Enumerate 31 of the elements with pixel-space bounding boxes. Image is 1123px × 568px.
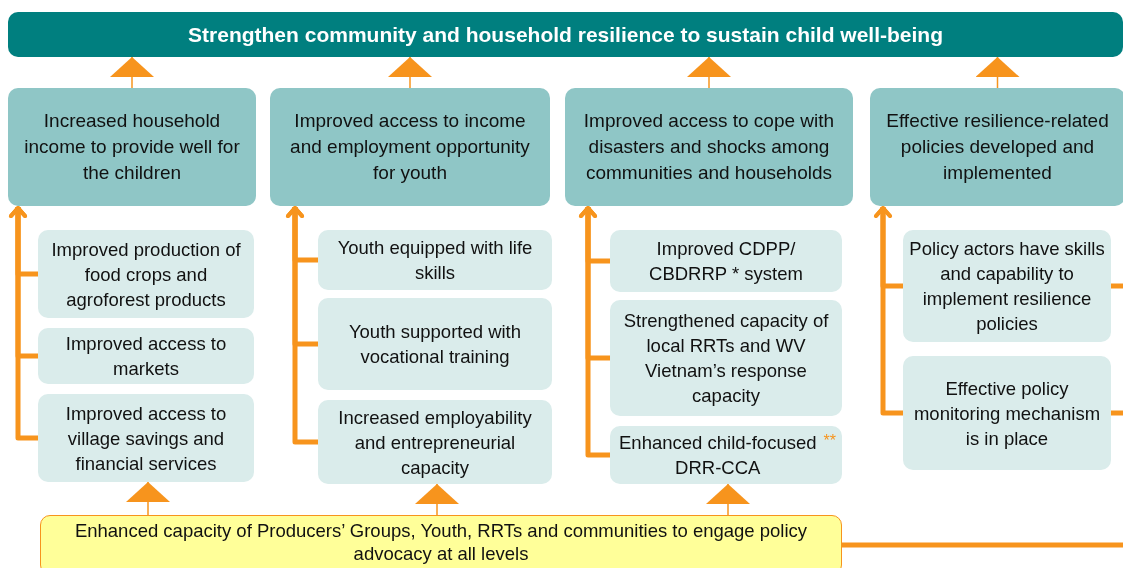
triangle-arrow <box>687 56 731 89</box>
outcome-box: Improved access to income and employment opportunity for youth <box>270 88 550 206</box>
connector-line <box>1111 410 1123 416</box>
output-box: Improved access to village savings and financial services <box>38 394 254 482</box>
arrow <box>9 206 38 441</box>
output-box: Youth supported with vocational training <box>318 298 552 390</box>
connector-line <box>842 542 1123 548</box>
output-box: Strengthened capacity of local RRTs and WV Vietnam’s response capacity <box>610 300 842 416</box>
arrow <box>286 206 318 445</box>
connector-line <box>1111 283 1123 289</box>
output-box: Enhanced child-focused DRR-CCA ** <box>610 426 842 484</box>
triangle-arrow <box>388 56 432 89</box>
triangle-arrow <box>415 483 459 516</box>
arrow <box>579 206 610 458</box>
outcome-box: Increased household income to provide well for the children <box>8 88 256 206</box>
triangle-arrow <box>126 481 170 516</box>
output-box: Policy actors have skills and capability to implement resilience policies <box>903 230 1111 342</box>
foundation-box: Enhanced capacity of Producers’ Groups, Youth, RRTs and communities to engage policy advocacy at all levels <box>40 515 842 568</box>
output-box: Effective policy monitoring mechanism is in place <box>903 356 1111 470</box>
triangle-arrow <box>706 483 750 516</box>
goal-banner: Strengthen community and household resilience to sustain child well-being <box>8 12 1123 57</box>
outcome-box: Improved access to cope with disasters and shocks among communities and households <box>565 88 853 206</box>
triangle-arrow <box>975 56 1020 89</box>
output-box: Youth equipped with life skills <box>318 230 552 290</box>
output-box: Improved CDPP/ CBDRRP * system <box>610 230 842 292</box>
triangle-arrow <box>110 56 154 89</box>
arrow <box>874 206 903 416</box>
output-box: Improved production of food crops and agroforest products <box>38 230 254 318</box>
outcome-box: Effective resilience-related policies developed and implemented <box>870 88 1123 206</box>
output-box: Increased employability and entrepreneurial capacity <box>318 400 552 484</box>
output-box: Improved access to markets <box>38 328 254 384</box>
